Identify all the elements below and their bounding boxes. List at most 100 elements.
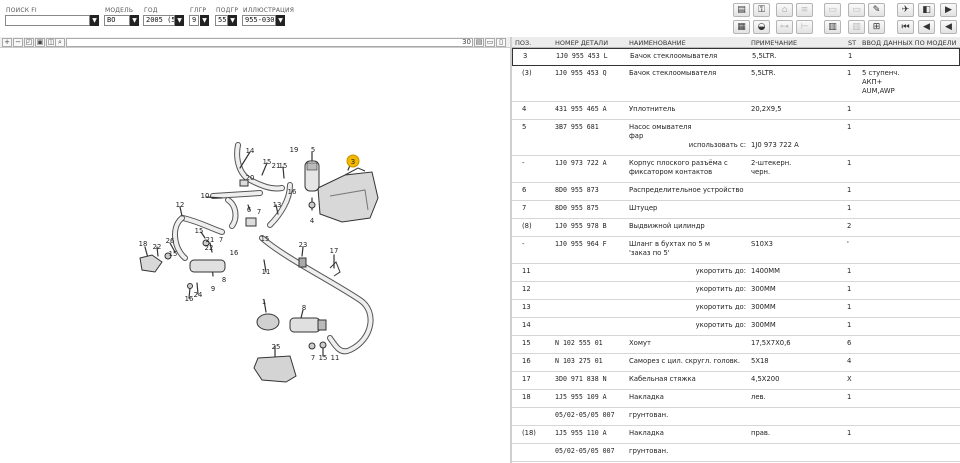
svg-text:20: 20 [246, 174, 255, 182]
memo-icon[interactable]: ✎ [868, 3, 885, 17]
magnifier-icon[interactable]: ⌕ [55, 38, 65, 47]
subgroup-dropdown-button[interactable]: ▼ [228, 15, 237, 26]
first-page-icon[interactable]: ⏮ [897, 20, 914, 34]
year-dropdown-button[interactable]: ▼ [175, 15, 184, 26]
cart-disabled-icon[interactable]: ⌂ [776, 3, 793, 17]
illustration-select[interactable]: 955-030 [242, 15, 276, 26]
c-note-cell: S10X3 [751, 240, 773, 248]
book-icon[interactable]: ◧ [918, 3, 935, 17]
page-width-icon[interactable]: ▭ [485, 38, 495, 47]
c-num-cell: 1J0 955 978 B [555, 222, 607, 230]
search-dropdown-button[interactable]: ▼ [90, 15, 99, 26]
c-note-cell: 5X18 [751, 357, 769, 365]
list-disabled-icon[interactable]: ≡ [796, 3, 813, 17]
col-name[interactable]: НАИМЕНОВАНИЕ [629, 39, 686, 47]
page-layout-icon[interactable]: ▤ [474, 38, 484, 47]
print-icon[interactable]: ▤ [733, 3, 750, 17]
col-pos[interactable]: ПОЗ. [515, 39, 532, 47]
page-fit-icon[interactable]: ▯ [496, 38, 506, 47]
c-pos-cell: 14 [522, 321, 531, 329]
svg-text:11: 11 [331, 354, 340, 362]
group-select[interactable]: 9 [189, 15, 199, 26]
c-num-cell: 8D0 955 873 [555, 186, 599, 194]
c-inp-cell: АКП+ [862, 78, 883, 86]
c-name-cell: 'заказ по 5' [629, 249, 670, 257]
c-note-cell: 17,5X7X0,6 [751, 339, 791, 347]
prev-page-icon[interactable]: ◀ [918, 20, 935, 34]
svg-text:16: 16 [185, 295, 194, 303]
col-note[interactable]: ПРИМЕЧАНИЕ [751, 39, 798, 47]
c-name-cell: Штуцер [629, 204, 658, 212]
illustration-dropdown-button[interactable]: ▼ [276, 15, 285, 26]
zoom-in-icon[interactable]: + [2, 38, 12, 47]
svg-text:15: 15 [261, 235, 270, 243]
c-st-cell: 1 [847, 303, 852, 311]
arrow-disabled-icon[interactable]: ⊢ [796, 20, 813, 34]
table2-disabled-icon[interactable]: ▥ [848, 20, 865, 34]
back-icon[interactable]: ◀ [940, 20, 957, 34]
table-icon[interactable]: ▥ [824, 20, 841, 34]
grid-icon[interactable]: ▦ [733, 20, 750, 34]
zoom-area-icon[interactable]: ◰ [24, 38, 34, 47]
model-dropdown-button[interactable]: ▼ [130, 15, 139, 26]
image-toolbar: + − ◰ ▣ ◫ ⌕ 30 ▤ ▭ ▯ [0, 37, 510, 48]
svg-text:7: 7 [311, 354, 315, 362]
svg-text:9: 9 [211, 285, 215, 293]
usage-note: укоротить до: [695, 303, 746, 311]
key-icon[interactable]: ⚿ [753, 3, 770, 17]
pin-icon[interactable]: ✈ [897, 3, 914, 17]
svg-text:15: 15 [319, 354, 328, 362]
svg-text:8: 8 [302, 304, 306, 312]
c-num-cell: 1J0 955 964 F [555, 240, 607, 248]
c-st-cell: 1 [847, 69, 852, 77]
svg-text:5: 5 [311, 146, 315, 154]
zoom-fit-icon[interactable]: ▣ [35, 38, 45, 47]
book-forward-icon[interactable]: ▶ [940, 3, 957, 17]
zoom-out-icon[interactable]: − [13, 38, 23, 47]
usage-note: укоротить до: [695, 321, 746, 329]
model-select[interactable]: BO [104, 15, 130, 26]
svg-text:24: 24 [194, 291, 203, 299]
col-model-data[interactable]: ВВОД ДАННЫХ ПО МОДЕЛИ [862, 39, 957, 47]
note2-disabled-icon[interactable]: ▭ [848, 3, 865, 17]
c-inp-cell: 5 ступенч. [862, 69, 900, 77]
search-input[interactable] [5, 15, 90, 26]
svg-text:15: 15 [195, 227, 204, 235]
c-st-cell: 4 [847, 357, 852, 365]
c-pos-cell: (18) [522, 429, 536, 437]
pane-splitter[interactable] [510, 37, 512, 463]
subgroup-select[interactable]: 55 [215, 15, 228, 26]
group-dropdown-button[interactable]: ▼ [200, 15, 209, 26]
c-note-cell: 20,2X9,5 [751, 105, 782, 113]
note-disabled-icon[interactable]: ▭ [824, 3, 841, 17]
col-part-number[interactable]: НОМЕР ДЕТАЛИ [555, 39, 609, 47]
car-icon[interactable]: ◒ [753, 20, 770, 34]
add-to-cart-icon[interactable]: ⊞ [868, 20, 885, 34]
year-select[interactable]: 2005 (5) [143, 15, 175, 26]
c-pos-cell: 18 [522, 393, 531, 401]
c-st-cell: ' [847, 240, 849, 248]
zoom-slider[interactable] [66, 38, 473, 47]
col-st[interactable]: ST [848, 39, 857, 47]
part-disabled-icon[interactable]: ⊶ [776, 20, 793, 34]
